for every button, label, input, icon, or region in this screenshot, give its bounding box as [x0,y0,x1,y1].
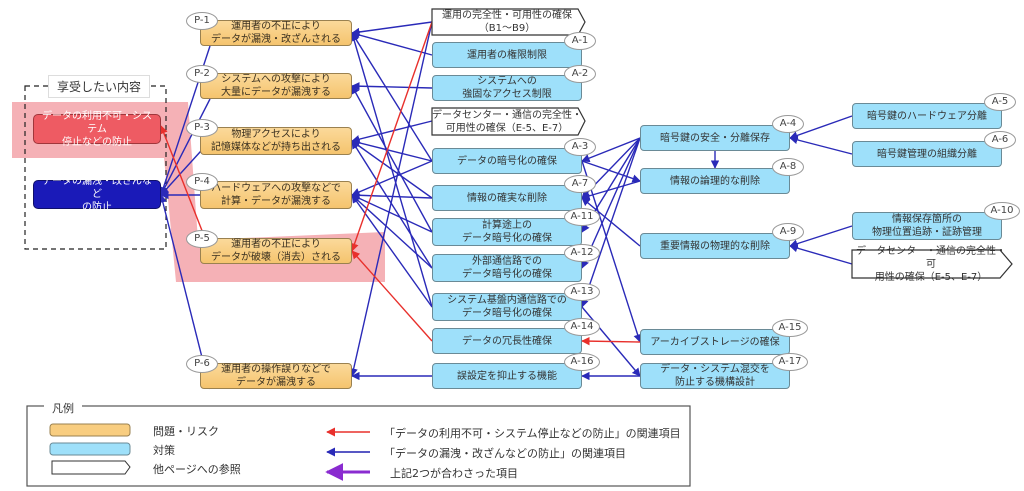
blue-connector [351,30,433,56]
risk-id-badge: P-2 [186,65,218,83]
blue-connector [351,85,433,233]
blue-connector [789,225,853,248]
risk-id-badge: P-6 [186,355,218,373]
red-connector [351,250,433,342]
measure-a-15[interactable]: アーカイブストレージの確保 [640,329,790,355]
blue-connector [351,120,433,144]
measure-a-2[interactable]: システムへの 強固なアクセス制限 [432,75,582,101]
measure-id-badge: A-12 [564,244,600,262]
measure-id-badge: A-11 [564,208,600,226]
measure-id-badge: A-13 [564,283,600,301]
blue-connector [351,32,433,162]
blue-connector [789,115,853,140]
blue-connector [349,21,433,377]
blue-connector [351,160,433,196]
risk-id-badge: P-4 [186,173,218,191]
measure-id-badge: A-7 [564,175,596,193]
measure-a-17[interactable]: データ・システム混交を 防止する機構設計 [640,363,790,389]
risk-id-badge: P-3 [186,119,218,137]
measure-a-10[interactable]: 情報保存箇所の 物理位置追跡・証跡管理 [852,212,1002,240]
legend-risk-label: 問題・リスク [153,425,219,438]
measure-id-badge: A-2 [564,65,596,83]
risk-p-2[interactable]: システムへの攻撃により 大量にデータが漏洩する [200,73,352,99]
reference-datacenter-integrity[interactable]: データセンター・通信の完全性・ 可用性の確保（E-5、E-7） [432,109,582,134]
measure-id-badge: A-8 [772,158,804,176]
goal-confidentiality[interactable]: データの漏洩・改ざんなど の防止 [33,176,161,213]
measure-id-badge: A-9 [772,223,804,241]
blue-connector [351,81,433,91]
blue-connector [350,32,433,308]
measure-a-14[interactable]: データの冗長性確保 [432,328,582,354]
blue-connector [581,137,641,163]
risk-p-5[interactable]: 運用者の不正により データが破壊（消去）される [200,238,352,264]
measure-id-badge: A-16 [564,353,600,371]
legend-frame [26,405,691,487]
blue-connector [581,180,641,200]
goal-panel-title: 享受したい内容 [48,75,151,98]
measure-a-9[interactable]: 重要情報の物理的な削除 [640,233,790,259]
measure-a-1[interactable]: 運用者の権限制限 [432,42,582,68]
reference-shape-r2 [431,107,586,136]
blue-connector [160,98,211,196]
risk-p-3[interactable]: 物理アクセスにより 記憶媒体などが持ち出される [200,127,352,155]
legend-blue-arrow-label: 「データの漏洩・改ざんなどの防止」の関連項目 [384,447,626,460]
legend-purple-arrow-label: 上記2つが合わさった項目 [390,467,518,480]
legend-title: 凡例 [44,398,82,418]
reference-operations-integrity[interactable]: 運用の完全性・可用性の確保 （B1～B9） [442,10,572,34]
measure-id-badge: A-5 [984,93,1016,111]
reference-shape-r1 [431,8,586,36]
measure-a-4[interactable]: 暗号鍵の安全・分離保存 [640,125,790,151]
measure-id-badge: A-10 [984,202,1020,220]
measure-id-badge: A-1 [564,32,596,50]
blue-connector [581,160,642,343]
red-connector [350,21,433,252]
legend-swatch-reference [51,460,131,475]
blue-connector [789,244,853,265]
measure-a-11[interactable]: 計算途上の データ暗号化の確保 [432,218,582,246]
legend-swatch-measure [49,442,131,456]
measure-a-12[interactable]: 外部通信路での データ暗号化の確保 [432,254,582,282]
blue-connector [351,138,433,162]
legend-swatch-risk [49,423,131,437]
legend-reference-label: 他ページへの参照 [153,463,241,476]
reference-datacenter-integrity-2[interactable]: データセンター・通信の完全性・可 用性の確保（E-5、E-7） [856,245,1006,283]
blue-connector [351,194,433,269]
reference-shape-r3 [851,249,1013,279]
goal-panel-frame [24,85,167,250]
measure-a-7[interactable]: 情報の確実な削除 [432,185,582,211]
measure-id-badge: A-17 [772,353,808,371]
blue-connector [351,194,433,233]
blue-connector [351,21,433,37]
measure-id-badge: A-14 [564,318,600,336]
measure-a-5[interactable]: 暗号鍵のハードウェア分離 [852,103,1002,129]
blue-connector [581,197,641,247]
measure-id-badge: A-15 [772,319,808,337]
measure-id-badge: A-4 [772,115,804,133]
measure-id-badge: A-6 [984,131,1016,149]
blue-connector [789,135,853,155]
risk-p-6[interactable]: 運用者の操作誤りなどで データが漏洩する [200,363,352,389]
blue-connector [581,160,641,183]
measure-a-16[interactable]: 誤設定を抑止する機能 [432,363,582,389]
legend-measure-label: 対策 [153,444,175,457]
blue-connector [351,140,433,269]
risk-id-badge: P-1 [186,12,218,30]
risk-id-badge: P-5 [186,230,218,248]
highlight-band [12,102,385,282]
goal-availability[interactable]: データの利用不可・システム 停止などの防止 [33,111,161,148]
risk-p-1[interactable]: 運用者の不正により データが漏洩・改ざんされる [200,20,352,46]
measure-a-8[interactable]: 情報の論理的な削除 [640,168,790,194]
risk-p-4[interactable]: ハードウェアへの攻撃などで 計算・データが漏洩する [200,181,352,209]
measure-a-13[interactable]: システム基盤内通信路での データ暗号化の確保 [432,293,582,321]
red-connector [581,336,641,346]
legend-red-arrow-label: 「データの利用不可・システム停止などの防止」の関連項目 [384,427,681,440]
measure-id-badge: A-3 [564,138,596,156]
measure-a-6[interactable]: 暗号鍵管理の組織分離 [852,141,1002,167]
measure-a-3[interactable]: データの暗号化の確保 [432,148,582,174]
